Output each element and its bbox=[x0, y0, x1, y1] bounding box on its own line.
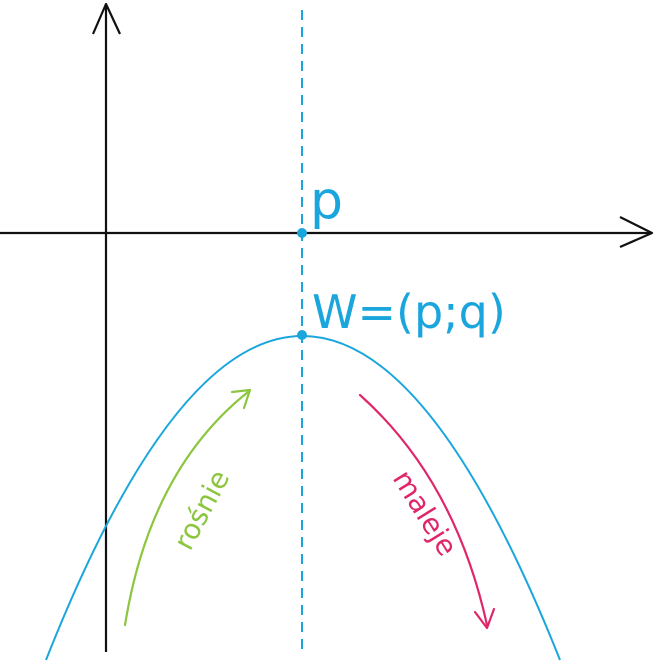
y-axis-arrowhead bbox=[91, 2, 121, 35]
decreasing-arrowhead bbox=[473, 607, 496, 630]
label-vertex: W=(p;q) bbox=[312, 285, 506, 339]
label-decreasing: maleje bbox=[386, 464, 464, 562]
label-p: p bbox=[310, 171, 343, 231]
decreasing-arrow bbox=[358, 393, 489, 627]
point-p-on-x-axis bbox=[297, 228, 307, 238]
label-increasing: rośnie bbox=[167, 464, 236, 555]
increasing-arrowhead bbox=[230, 388, 252, 410]
x-axis-arrowhead bbox=[619, 216, 654, 249]
increasing-arrow bbox=[123, 390, 250, 627]
vertex-point bbox=[297, 330, 307, 340]
